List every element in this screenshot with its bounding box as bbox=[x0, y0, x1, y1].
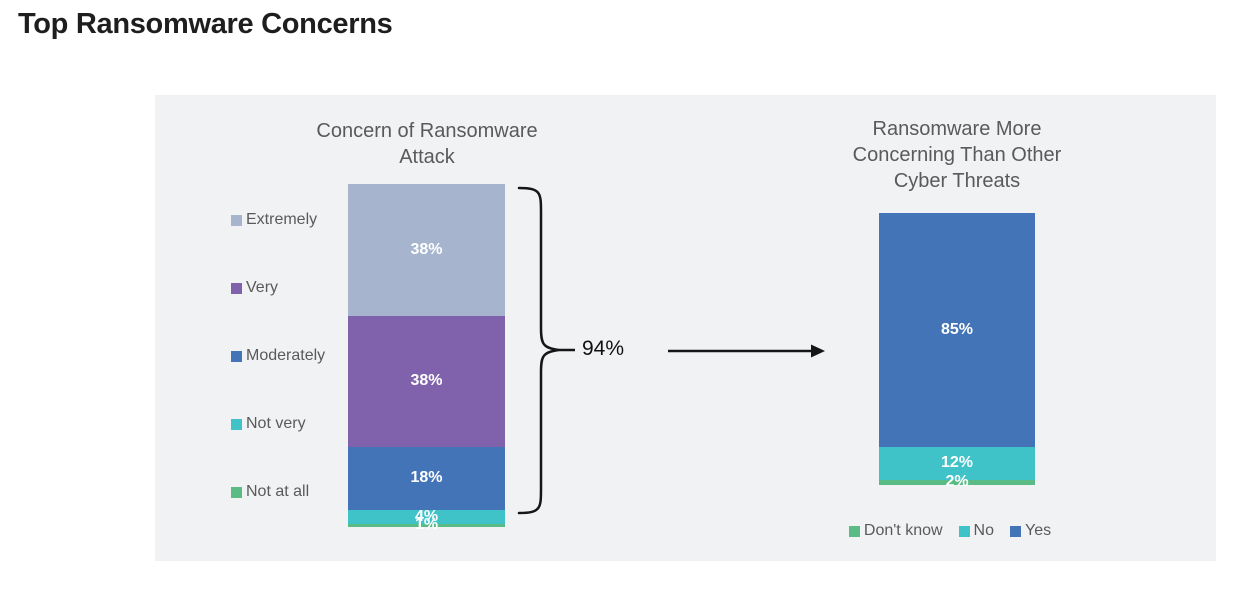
bar-segment-not-very: 4% bbox=[348, 507, 505, 525]
legend-swatch-icon bbox=[231, 418, 242, 430]
legend-item-moderately: Moderately bbox=[231, 347, 325, 365]
brace-icon bbox=[517, 186, 575, 515]
left-chart-title: Concern of Ransomware Attack bbox=[316, 120, 538, 168]
legend-item-extremely: Extremely bbox=[231, 211, 325, 229]
bar-segment-value-label: 85% bbox=[940, 320, 974, 338]
legend-label: Yes bbox=[1025, 522, 1052, 539]
bar-segment-value-label: 38% bbox=[410, 240, 443, 258]
legend-item-not-at-all: Not at all bbox=[231, 483, 325, 501]
legend-swatch-icon bbox=[231, 282, 242, 294]
legend-label: No bbox=[973, 522, 994, 539]
bar-segment-value-label: 1% bbox=[414, 516, 439, 534]
bar-segment-value-label: 2% bbox=[945, 473, 969, 491]
legend-swatch-icon bbox=[1010, 525, 1021, 537]
legend-swatch-icon bbox=[231, 486, 242, 498]
legend-label: Extremely bbox=[246, 211, 318, 228]
bar-segment-value-label: 18% bbox=[410, 469, 443, 487]
bar-segment-not-at-all: 1% bbox=[348, 517, 505, 533]
legend-item-very: Very bbox=[231, 279, 325, 297]
legend-item-not-very: Not very bbox=[231, 415, 325, 433]
bar-segment-extremely: 38% bbox=[348, 184, 505, 316]
legend-label: Not at all bbox=[246, 483, 310, 500]
legend-label: Not very bbox=[246, 415, 306, 432]
bar-segment-moderately: 18% bbox=[348, 447, 505, 510]
legend-label: Moderately bbox=[246, 347, 326, 364]
right-chart-legend: Don't know No Yes bbox=[800, 522, 1100, 540]
left-stacked-bar: 38% 38% 18% 4%1% bbox=[348, 184, 505, 533]
legend-swatch-icon bbox=[958, 525, 970, 537]
right-chart-title: Ransomware More Concerning Than Other Cy… bbox=[852, 118, 1062, 192]
legend-label: Don't know bbox=[863, 522, 943, 539]
legend-item-don-t-know: Don't know bbox=[848, 522, 943, 540]
bar-segment-yes: 85% bbox=[879, 213, 1035, 447]
legend-label: Very bbox=[246, 279, 279, 296]
bar-segment-don-t-know: 2% bbox=[879, 474, 1035, 490]
bar-segment-value-label: 38% bbox=[410, 372, 443, 390]
bar-segment-very: 38% bbox=[348, 315, 505, 448]
right-stacked-bar: 85% 12%2% bbox=[879, 213, 1035, 490]
legend-swatch-icon bbox=[848, 525, 860, 537]
bar-segment-value-label: 4% bbox=[414, 507, 439, 525]
page-title: Top Ransomware Concerns bbox=[18, 8, 393, 40]
legend-swatch-icon bbox=[231, 214, 242, 226]
legend-item-yes: Yes bbox=[1010, 522, 1051, 540]
bar-segment-no: 12% bbox=[879, 446, 1035, 480]
brace-value-label: 94% bbox=[582, 337, 625, 360]
legend-swatch-icon bbox=[231, 350, 242, 362]
arrow-right-icon bbox=[668, 344, 825, 358]
bar-segment-value-label: 12% bbox=[940, 454, 974, 472]
legend-item-no: No bbox=[958, 522, 994, 540]
